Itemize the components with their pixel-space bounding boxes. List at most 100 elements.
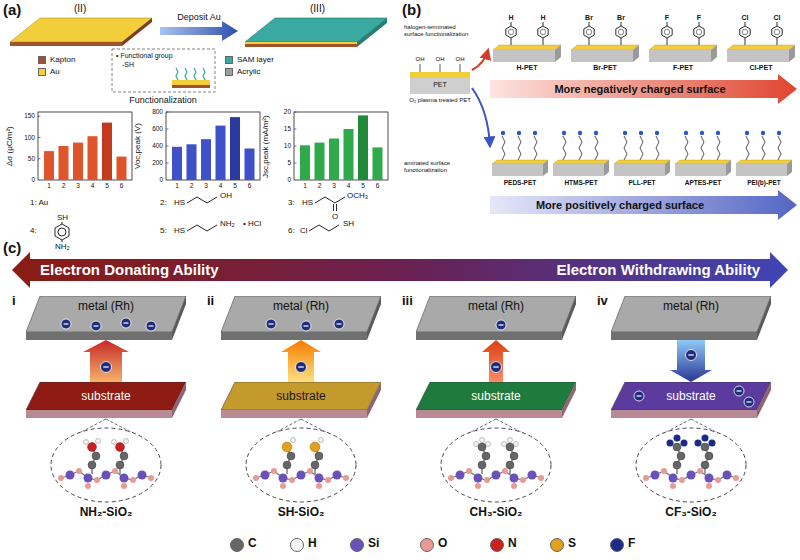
legend-swatch xyxy=(610,538,624,552)
legend-swatch xyxy=(225,68,233,76)
electron xyxy=(61,319,71,329)
trend-label: More negatively charged surface xyxy=(554,83,725,96)
amine-row xyxy=(745,131,781,160)
chemical-bonds xyxy=(315,197,345,203)
sam-sketch xyxy=(172,85,210,88)
plate-sam xyxy=(245,44,357,47)
plate-au xyxy=(10,18,152,46)
amine-row xyxy=(736,160,792,176)
molecule-zoom xyxy=(310,438,324,475)
halogen-row xyxy=(493,45,561,62)
atom-label: OH xyxy=(416,56,425,63)
plate-front xyxy=(26,332,172,340)
molecule-zoom xyxy=(636,428,746,502)
sample-label: F-PET xyxy=(673,64,693,72)
tick-label: 0 xyxy=(31,176,35,183)
plate-top xyxy=(26,382,186,410)
panel-letter: (a) xyxy=(3,1,21,18)
halogen-row xyxy=(506,22,516,45)
tick-label: 150 xyxy=(24,112,35,119)
sam-sketch xyxy=(185,68,187,80)
electron xyxy=(304,325,309,326)
atom-label: OH xyxy=(456,56,465,63)
tick-label: 5 xyxy=(233,182,237,189)
tick-label: 5 xyxy=(105,182,109,189)
tick-label: 800 xyxy=(152,108,163,115)
molecule-zoom xyxy=(695,435,716,475)
bar-chart xyxy=(166,129,169,130)
arrow-body xyxy=(281,340,321,382)
bar-chart xyxy=(166,163,169,164)
sample-label: H-PET xyxy=(517,64,538,72)
tick-label: 0 xyxy=(287,176,291,183)
chemical-bonds xyxy=(309,225,339,231)
amine-row xyxy=(623,131,659,160)
trend-arrow xyxy=(490,74,797,104)
plate-front xyxy=(221,410,367,418)
atom-label: Cl xyxy=(742,14,749,22)
tick-label: 400 xyxy=(152,142,163,149)
atom-label: F xyxy=(665,14,669,22)
process-label: Deposit Au xyxy=(177,12,221,22)
bar-chart xyxy=(300,145,310,180)
inset-box xyxy=(112,49,215,92)
sample-label: Br-PET xyxy=(593,64,617,72)
molecule-label: 3: xyxy=(288,198,295,207)
process-label: Functionalization xyxy=(129,95,197,105)
tick-label: 2 xyxy=(190,182,194,189)
amine-row xyxy=(614,160,670,176)
trend-label: Electron Withdrawing Ability xyxy=(557,261,760,278)
molecule-label: 1: Au xyxy=(30,198,48,207)
molecule-zoom xyxy=(84,439,101,475)
pet-stack xyxy=(420,64,421,72)
plate-front xyxy=(416,410,562,418)
sam-sketch xyxy=(194,68,196,80)
plate-side xyxy=(562,296,576,340)
molecule-zoom xyxy=(51,419,161,502)
electron xyxy=(149,325,154,326)
electron xyxy=(103,366,109,367)
plate-sam xyxy=(357,18,387,47)
sample-label: PLL-PET xyxy=(628,179,655,186)
tick-label: 6 xyxy=(248,182,252,189)
plate-label: substrate xyxy=(423,382,569,403)
plate-side xyxy=(757,382,771,418)
legend-swatch xyxy=(38,68,46,76)
electron xyxy=(334,319,344,329)
tick-label: 50 xyxy=(28,155,35,162)
tick-label: 600 xyxy=(152,125,163,132)
electron-transfer-arrow xyxy=(83,340,129,382)
tick-label: 2 xyxy=(318,182,322,189)
tick-label: 6 xyxy=(376,182,380,189)
bar-chart xyxy=(315,143,325,180)
sam-sketch xyxy=(172,80,210,85)
legend-label: H xyxy=(308,537,317,551)
tick-label: 15 xyxy=(284,125,291,132)
plate-top xyxy=(416,296,576,332)
arrow-body xyxy=(83,340,129,382)
molecule-label: OH xyxy=(220,191,232,200)
bar-chart xyxy=(166,112,169,113)
bar-chart xyxy=(38,116,41,117)
bar-chart xyxy=(166,146,169,147)
bar-chart xyxy=(201,139,211,180)
route-arrow xyxy=(472,50,488,70)
molecule-zoom xyxy=(112,439,129,475)
legend-swatch xyxy=(350,538,364,552)
sam-sketch xyxy=(176,68,178,80)
molecule-zoom xyxy=(643,468,739,489)
plate-top xyxy=(611,296,771,332)
electron xyxy=(686,350,697,361)
halogen-row xyxy=(616,22,626,45)
molecule-label: OCH₃ xyxy=(347,191,368,200)
halogen-row xyxy=(538,22,548,45)
bar-chart xyxy=(102,123,112,180)
tick-label: 4 xyxy=(347,182,351,189)
bar-chart xyxy=(294,129,297,130)
metal-plate: metal (Rh) xyxy=(611,296,771,340)
halogen-row xyxy=(772,22,782,45)
bar-chart xyxy=(230,117,240,180)
tick-label: 4 xyxy=(91,182,95,189)
step-label: (III) xyxy=(310,3,325,15)
